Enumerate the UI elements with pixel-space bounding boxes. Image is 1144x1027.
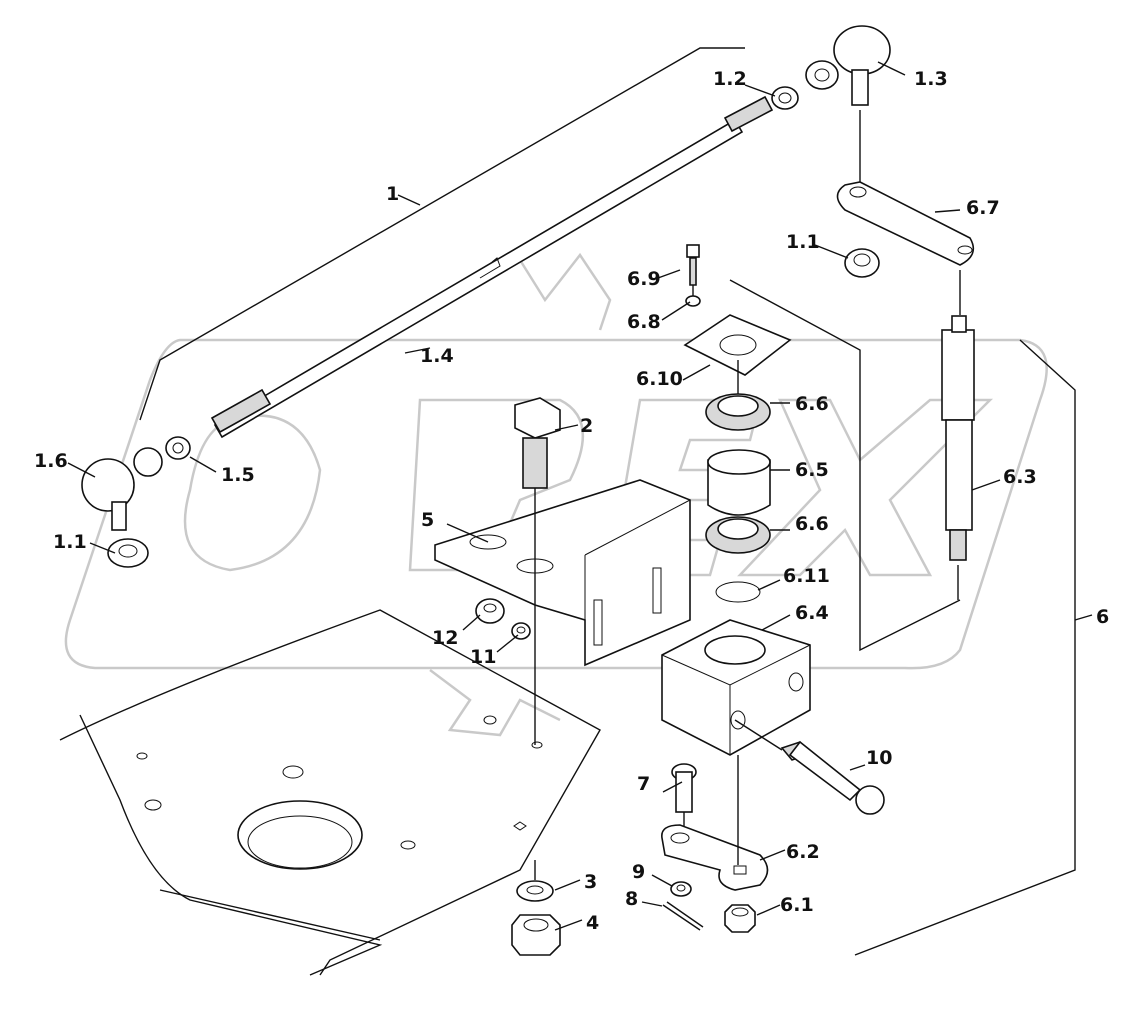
- label-6-3: 6.3: [1003, 466, 1037, 488]
- label-6-7: 6.7: [966, 197, 1000, 219]
- label-1-6: 1.6: [34, 450, 68, 472]
- bearing-stack: [683, 244, 792, 603]
- label-7: 7: [637, 773, 650, 795]
- label-6-4: 6.4: [795, 602, 829, 624]
- watermark-outline: [64, 252, 1048, 737]
- label-6: 6: [1096, 606, 1109, 628]
- tie-rod: [210, 95, 774, 439]
- label-3: 3: [584, 871, 597, 893]
- lower-lever: [661, 755, 769, 933]
- label-6-2: 6.2: [786, 841, 820, 863]
- bolt-2: [514, 397, 561, 745]
- label-12: 12: [432, 627, 458, 649]
- label-6-6-upper: 6.6: [795, 393, 829, 415]
- label-6-8: 6.8: [627, 311, 661, 333]
- label-6-11: 6.11: [783, 565, 830, 587]
- label-2: 2: [580, 415, 593, 437]
- rod-end-left: [81, 436, 191, 568]
- label-1: 1: [386, 183, 399, 205]
- group-bracket-1: [139, 47, 745, 421]
- label-4: 4: [586, 912, 599, 934]
- bolt-10: [734, 719, 885, 815]
- label-5: 5: [421, 509, 434, 531]
- label-1-5: 1.5: [221, 464, 255, 486]
- label-11: 11: [470, 646, 496, 668]
- label-1-3: 1.3: [914, 68, 948, 90]
- label-10: 10: [866, 747, 892, 769]
- upper-lever: [836, 110, 975, 600]
- bearing-housing: [661, 619, 811, 756]
- base-plate: [59, 609, 601, 976]
- label-1-1-lower: 1.1: [53, 531, 87, 553]
- mounting-bracket: [434, 479, 691, 667]
- label-6-9: 6.9: [627, 268, 661, 290]
- leader-lines: [67, 61, 1093, 931]
- label-8: 8: [625, 888, 638, 910]
- label-6-6-lower: 6.6: [795, 513, 829, 535]
- label-6-10: 6.10: [636, 368, 683, 390]
- part-labels: 1 1.2 1.3 6.7 1.1 6.9 6.8 6.10 6.6 6.5 6…: [34, 68, 1109, 934]
- nut-washer-3-4: [511, 860, 561, 956]
- group-bracket-6: [729, 279, 1076, 956]
- label-9: 9: [632, 861, 645, 883]
- label-1-2: 1.2: [713, 68, 747, 90]
- label-1-1-upper: 1.1: [786, 231, 820, 253]
- label-1-4: 1.4: [420, 345, 454, 367]
- nut-washer-12-11: [475, 598, 531, 640]
- label-6-5: 6.5: [795, 459, 829, 481]
- rod-end-right: [771, 25, 891, 110]
- label-6-1: 6.1: [780, 894, 814, 916]
